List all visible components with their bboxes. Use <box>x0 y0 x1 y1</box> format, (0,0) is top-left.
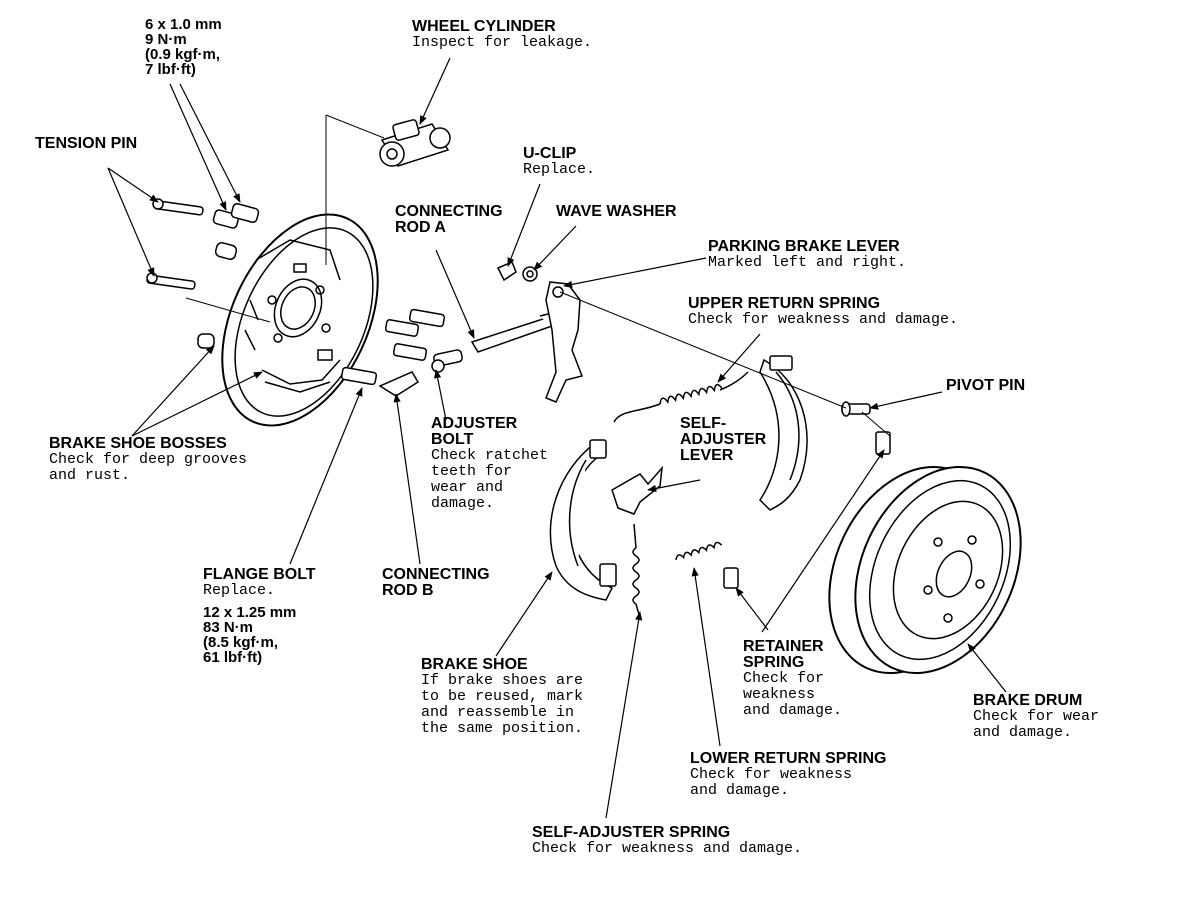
label-title: BRAKE SHOE <box>421 656 528 673</box>
label-description: Check for <box>743 670 825 687</box>
torque-line: 61 lbf·ft) <box>203 649 263 666</box>
label-title: ADJUSTER <box>431 415 518 432</box>
torque-line: 83 N·m <box>203 619 254 636</box>
torque-line: 7 lbf·ft) <box>145 61 196 78</box>
upper-return-spring <box>613 371 749 423</box>
label-description: Replace. <box>523 161 596 178</box>
label-wave-washer: WAVE WASHER <box>556 204 677 220</box>
alignment-lines <box>185 114 891 437</box>
label-description: teeth for <box>431 463 513 480</box>
label-description: and damage. <box>690 782 790 799</box>
self-adjuster-lever <box>611 465 664 515</box>
label-pivot-pin: PIVOT PIN <box>946 378 1025 394</box>
torque-line: 12 x 1.25 mm <box>203 604 297 621</box>
label-description: Inspect for leakage. <box>412 34 593 51</box>
label-title: LOWER RETURN SPRING <box>690 750 887 767</box>
label-description: If brake shoes are <box>421 672 584 689</box>
label-description: Check for weakness and damage. <box>532 840 803 857</box>
lower-springs <box>632 523 723 619</box>
label-self-adjuster-lever: SELF- ADJUSTER LEVER <box>680 416 766 464</box>
label-description: weakness <box>743 686 816 703</box>
label-title: PIVOT PIN <box>946 377 1026 394</box>
label-title: WHEEL CYLINDER <box>412 18 556 35</box>
label-parking-brake-lever: PARKING BRAKE LEVER Marked left and righ… <box>708 239 906 271</box>
label-title: BOLT <box>431 431 474 448</box>
label-title: ROD A <box>395 219 446 236</box>
label-description: Check for weakness and damage. <box>688 311 959 328</box>
label-title: LEVER <box>680 447 734 464</box>
label-description: and damage. <box>743 702 843 719</box>
label-upper-return-spring: UPPER RETURN SPRING Check for weakness a… <box>688 296 958 328</box>
label-brake-drum: BRAKE DRUM Check for wear and damage. <box>973 693 1099 741</box>
label-title: WAVE WASHER <box>556 203 677 220</box>
wheel-cylinder <box>379 119 451 167</box>
label-description: Marked left and right. <box>708 254 907 271</box>
label-title: PARKING BRAKE LEVER <box>708 238 900 255</box>
label-title: FLANGE BOLT <box>203 566 316 583</box>
label-title: BRAKE DRUM <box>973 692 1083 709</box>
label-description: Check for wear <box>973 708 1100 725</box>
label-description: to be reused, mark <box>421 688 584 705</box>
label-description: wear and <box>431 479 504 496</box>
brake-shoe-right <box>759 355 808 511</box>
label-description: and rust. <box>49 467 131 484</box>
u-clip-and-washer <box>496 261 538 282</box>
flange-bolts <box>340 308 446 386</box>
label-flange-bolt: FLANGE BOLT Replace. 12 x 1.25 mm 83 N·m… <box>203 566 316 666</box>
label-lower-return-spring: LOWER RETURN SPRING Check for weakness a… <box>690 751 886 799</box>
label-title: SELF-ADJUSTER SPRING <box>532 824 731 841</box>
label-tension-pin: TENSION PIN <box>35 136 137 152</box>
label-description: and damage. <box>973 724 1073 741</box>
tension-pins <box>146 198 260 349</box>
label-title: CONNECTING <box>395 203 503 220</box>
leader-lines <box>107 57 1007 819</box>
torque-line: 6 x 1.0 mm <box>145 16 222 33</box>
torque-spec-small-bolt: 6 x 1.0 mm 9 N·m (0.9 kgf·m, 7 lbf·ft) <box>145 17 222 77</box>
label-title: SPRING <box>743 654 805 671</box>
label-title: UPPER RETURN SPRING <box>688 295 881 312</box>
label-title: RETAINER <box>743 638 824 655</box>
label-adjuster-bolt: ADJUSTER BOLT Check ratchet teeth for we… <box>431 416 548 512</box>
label-description: Check for deep grooves <box>49 451 248 468</box>
label-description: Check for weakness <box>690 766 853 783</box>
label-u-clip: U-CLIP Replace. <box>523 146 595 178</box>
label-brake-shoe: BRAKE SHOE If brake shoes are to be reus… <box>421 657 583 737</box>
label-retainer-spring: RETAINER SPRING Check for weakness and d… <box>743 639 842 719</box>
torque-line: 9 N·m <box>145 31 187 48</box>
label-brake-shoe-bosses: BRAKE SHOE BOSSES Check for deep grooves… <box>49 436 247 484</box>
torque-line: (8.5 kgf·m, <box>203 634 279 651</box>
label-title: ADJUSTER <box>680 431 767 448</box>
pivot-pin <box>841 401 871 417</box>
torque-line: (0.9 kgf·m, <box>145 46 221 63</box>
label-description: Check ratchet <box>431 447 549 464</box>
label-title: ROD B <box>382 582 434 599</box>
backing-plate <box>221 115 379 427</box>
label-title: TENSION PIN <box>35 135 138 152</box>
label-title: U-CLIP <box>523 145 577 162</box>
parking-brake-lever <box>545 281 584 403</box>
retainer-springs <box>723 431 891 589</box>
label-title: SELF- <box>680 415 727 432</box>
brake-drum <box>828 465 1022 675</box>
label-self-adjuster-spring: SELF-ADJUSTER SPRING Check for weakness … <box>532 825 802 857</box>
label-title: BRAKE SHOE BOSSES <box>49 435 227 452</box>
label-description: and reassemble in <box>421 704 575 721</box>
brake-shoe-left <box>549 439 617 601</box>
label-description: the same position. <box>421 720 584 737</box>
label-wheel-cylinder: WHEEL CYLINDER Inspect for leakage. <box>412 19 592 51</box>
label-description: damage. <box>431 495 495 512</box>
label-connecting-rod-a: CONNECTING ROD A <box>395 204 503 236</box>
label-description: Replace. <box>203 582 276 599</box>
label-connecting-rod-b: CONNECTING ROD B <box>382 567 490 599</box>
label-title: CONNECTING <box>382 566 490 583</box>
